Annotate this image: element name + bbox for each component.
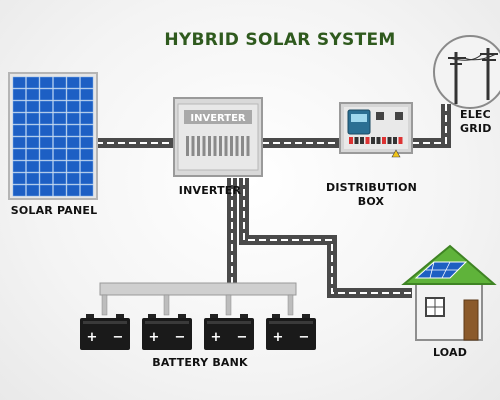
distribution-box-label: DISTRIBUTION BOX (326, 181, 418, 209)
battery-negative-label: − (299, 330, 310, 345)
house-icon (401, 244, 497, 341)
solar-panel-icon (8, 72, 98, 200)
breaker-row (349, 137, 403, 144)
inverter-vents (186, 136, 250, 156)
electric-grid-label-line2: GRID (460, 122, 492, 135)
inverter-face-label: INVERTER (190, 113, 246, 124)
distribution-box-icon (339, 102, 413, 158)
electric-grid-label-line1: ELEC (460, 108, 491, 121)
battery-bus (99, 282, 297, 316)
cable-network (96, 104, 451, 298)
distribution-box-label-line1: DISTRIBUTION (326, 181, 418, 194)
inverter-label: INVERTER (178, 184, 242, 197)
electric-grid-label: ELEC GRID (460, 108, 500, 136)
solar-panel-label: SOLAR PANEL (10, 204, 98, 217)
breaker-icon (376, 112, 384, 120)
battery-icon: +− (142, 314, 192, 350)
battery-positive-label: + (211, 330, 222, 345)
battery-bank: +−+−+−+− (80, 314, 316, 350)
battery-positive-label: + (87, 330, 98, 345)
cable-distribution-grid (412, 104, 451, 148)
cable-inverter-load (239, 178, 412, 298)
battery-positive-label: + (149, 330, 160, 345)
battery-bank-label: BATTERY BANK (152, 356, 248, 369)
inverter-icon: INVERTER (173, 97, 263, 177)
battery-negative-label: − (113, 330, 124, 345)
battery-negative-label: − (237, 330, 248, 345)
battery-icon: +− (204, 314, 254, 350)
load-label: LOAD (432, 346, 468, 359)
utility-pole-icon (433, 35, 500, 109)
distribution-box-label-line2: BOX (357, 195, 385, 208)
battery-icon: +− (266, 314, 316, 350)
breaker-icon (395, 112, 403, 120)
warning-icon (391, 149, 401, 158)
diagram-title: HYBRID SOLAR SYSTEM (164, 30, 396, 50)
battery-icon: +− (80, 314, 130, 350)
battery-positive-label: + (273, 330, 284, 345)
door-icon (463, 299, 479, 341)
battery-negative-label: − (175, 330, 186, 345)
